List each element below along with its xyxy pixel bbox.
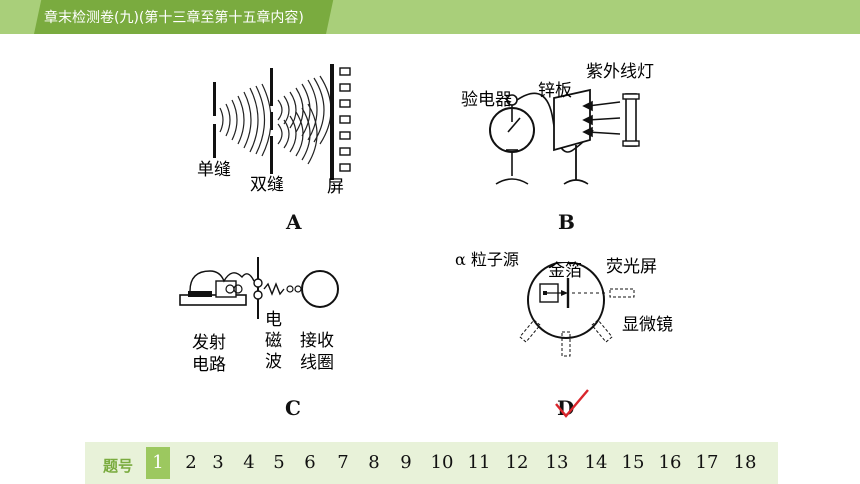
question-nav-item-4[interactable]: 4	[243, 452, 255, 473]
figure-a-diagram	[213, 64, 351, 180]
question-nav-item-8[interactable]: 8	[368, 452, 380, 473]
figure-b-label: B	[558, 210, 575, 234]
question-nav-item-9[interactable]: 9	[400, 452, 412, 473]
question-nav-item-13[interactable]: 13	[545, 452, 569, 473]
question-nav-item-7[interactable]: 7	[337, 452, 349, 473]
label-receive-coil-1: 接收	[300, 331, 334, 351]
question-nav-item-2[interactable]: 2	[185, 452, 197, 473]
label-alpha-source: α 粒子源	[455, 250, 519, 269]
question-nav-bar	[85, 442, 778, 484]
label-em-wave-1: 电	[265, 310, 282, 330]
label-microscope: 显微镜	[622, 315, 673, 335]
checkmark-icon	[555, 389, 589, 418]
label-uv-lamp: 紫外线灯	[586, 62, 654, 82]
question-nav-item-15[interactable]: 15	[621, 452, 645, 473]
question-nav-item-17[interactable]: 17	[695, 452, 719, 473]
figure-d-label: D	[557, 396, 575, 420]
label-double-slit: 双缝	[250, 175, 284, 195]
figure-c-diagram	[179, 257, 339, 319]
label-receive-coil-2: 线圈	[300, 353, 334, 373]
question-nav-item-11[interactable]: 11	[467, 452, 491, 473]
label-transmit-circuit-1: 发射	[192, 333, 226, 353]
question-nav-item-10[interactable]: 10	[430, 452, 454, 473]
question-nav-item-6[interactable]: 6	[304, 452, 316, 473]
figure-b-diagram	[489, 88, 640, 185]
page-title: 章末检测卷(九)(第十三章至第十五章内容)	[44, 10, 304, 26]
label-fluorescent-screen: 荧光屏	[606, 257, 657, 277]
label-zinc-plate: 锌板	[538, 81, 572, 101]
question-nav-item-12[interactable]: 12	[505, 452, 529, 473]
question-nav-label: 题号	[103, 457, 134, 475]
question-nav-item-5[interactable]: 5	[273, 452, 285, 473]
label-em-wave-2: 磁	[265, 331, 282, 351]
figure-c-label: C	[285, 396, 301, 420]
question-nav-item-1[interactable]: 1	[146, 447, 170, 479]
label-gold-foil: 金箔	[548, 261, 582, 281]
label-electroscope: 验电器	[461, 90, 512, 110]
question-nav-item-3[interactable]: 3	[212, 452, 224, 473]
figure-a-label: A	[286, 210, 302, 234]
question-nav-item-18[interactable]: 18	[733, 452, 757, 473]
question-nav-item-16[interactable]: 16	[658, 452, 682, 473]
question-nav-item-14[interactable]: 14	[584, 452, 608, 473]
label-em-wave-3: 波	[265, 352, 282, 372]
figure-d-diagram	[519, 262, 635, 357]
label-screen: 屏	[327, 177, 344, 197]
label-transmit-circuit-2: 电路	[192, 355, 226, 375]
label-single-slit: 单缝	[197, 160, 231, 180]
